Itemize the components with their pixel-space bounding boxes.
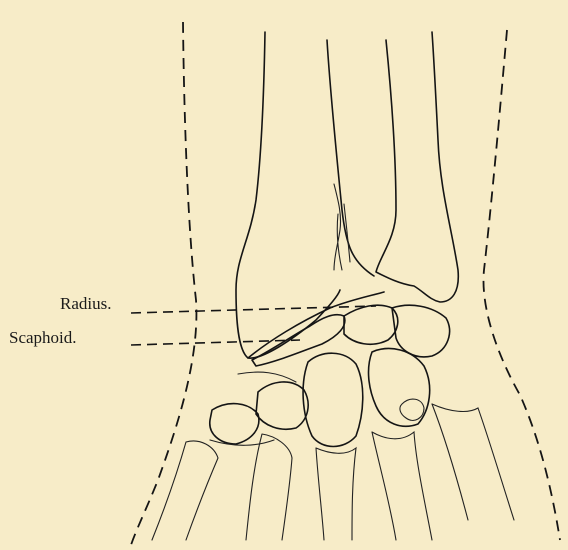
metacarpal-3 xyxy=(316,448,356,540)
radius-label: Radius. xyxy=(60,295,111,312)
metacarpal-2 xyxy=(246,434,292,540)
capitate-bone xyxy=(303,353,363,446)
trapezoid-bone xyxy=(256,382,308,429)
pisiform-bone xyxy=(400,399,424,420)
skin-outline-left xyxy=(130,22,196,548)
fracture-line xyxy=(334,184,350,270)
metacarpal-1 xyxy=(152,441,218,540)
triquetrum-bone xyxy=(392,305,450,357)
skin-outline-right xyxy=(483,30,560,540)
radius-inner-cortex xyxy=(327,40,374,276)
lunate-bone xyxy=(344,305,398,344)
scaphoid-leader-line xyxy=(131,340,300,345)
trapezium-bone xyxy=(210,404,259,444)
radius-articular-surface xyxy=(248,292,384,358)
metacarpal-5 xyxy=(432,404,514,520)
scaphoid-label: Scaphoid. xyxy=(9,329,77,346)
radius-leader-line xyxy=(131,306,376,313)
ulna-bone xyxy=(376,32,458,302)
metacarpal-4 xyxy=(372,432,432,540)
hamate-bone xyxy=(369,348,430,426)
